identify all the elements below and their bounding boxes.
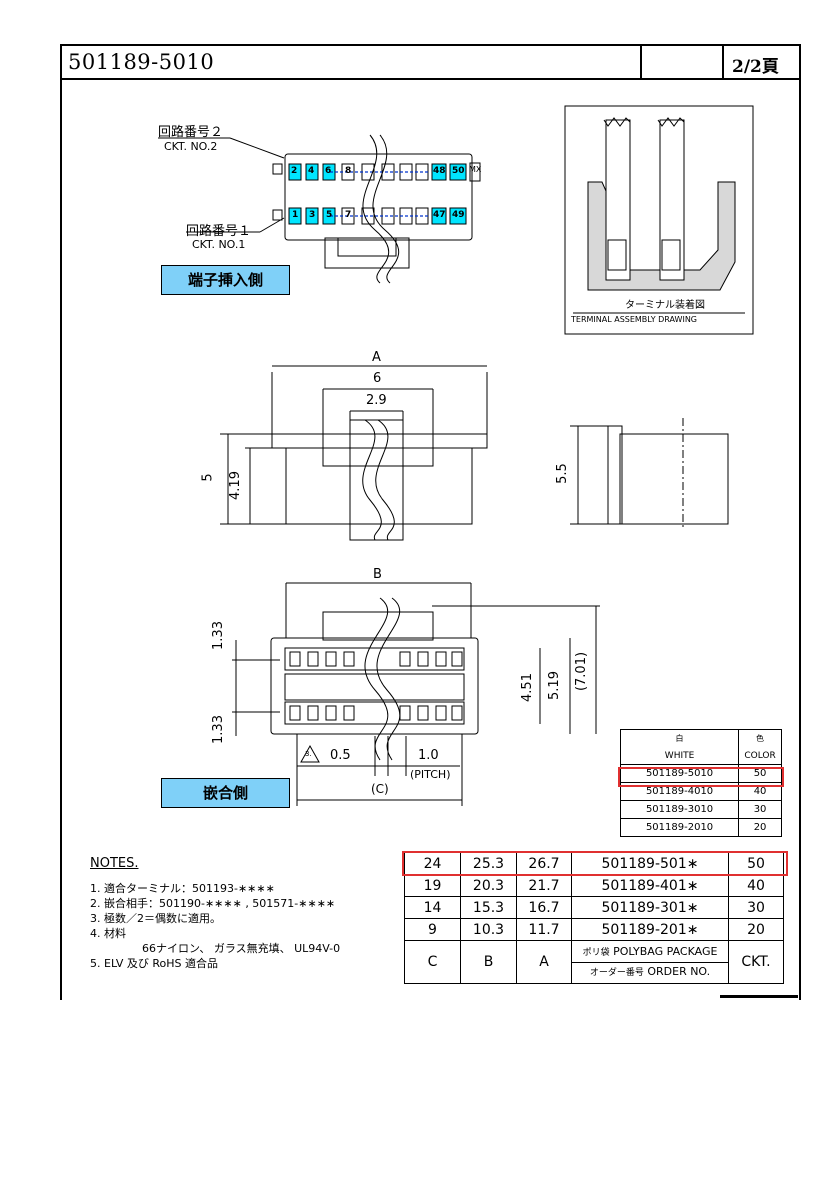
pin-2: 2 bbox=[291, 166, 298, 176]
note-4-detail: 66ナイロン、 ガラス無充填、 UL94V-0 bbox=[142, 942, 341, 955]
drawing-sheet: 501189-5010 2/2頁 bbox=[60, 44, 801, 1000]
mating-side-label: 嵌合側 bbox=[161, 778, 290, 808]
dim-b: B bbox=[373, 567, 382, 582]
color-table-h4: COLOR bbox=[738, 747, 782, 765]
color-table-highlight bbox=[618, 767, 784, 787]
ckt1-jp-label: 回路番号１ bbox=[186, 224, 252, 239]
pin-47: 47 bbox=[433, 210, 446, 220]
note-4: 4. 材料 bbox=[90, 927, 126, 940]
title-bar: 501189-5010 2/2頁 bbox=[62, 46, 799, 80]
pin-48: 48 bbox=[433, 166, 446, 176]
dim-7-01: (7.01) bbox=[574, 651, 590, 692]
dim-4-51: 4.51 bbox=[519, 673, 535, 702]
dim-5-19: 5.19 bbox=[546, 671, 562, 700]
pin-6: 6 bbox=[325, 166, 332, 176]
sheet-corner-mark bbox=[720, 995, 798, 998]
page-number: 2/2頁 bbox=[732, 57, 779, 77]
dim-5-5: 5.5 bbox=[554, 463, 570, 484]
note-5: 5. ELV 及び RoHS 適合品 bbox=[90, 957, 219, 970]
color-table-h3: WHITE bbox=[619, 747, 740, 765]
note3-mark: 3. bbox=[305, 750, 312, 758]
dim-5: 5 bbox=[200, 473, 216, 482]
note-2: 2. 嵌合相手：501190-∗∗∗∗ , 501571-∗∗∗∗ bbox=[90, 897, 336, 910]
pin-50: 50 bbox=[452, 166, 465, 176]
note-3: 3. 極数／2＝偶数に適用。 bbox=[90, 912, 221, 925]
order-table-highlight bbox=[402, 851, 788, 876]
ckt1-en-label: CKT. NO.1 bbox=[192, 238, 246, 251]
order-table-footer: C B A ポリ袋 POLYBAG PACKAGE オーダー番号 ORDER N… bbox=[404, 940, 784, 984]
order-header-cell: ポリ袋 POLYBAG PACKAGE オーダー番号 ORDER NO. bbox=[571, 940, 729, 984]
pin-49: 49 bbox=[452, 210, 465, 220]
dim-a: A bbox=[372, 350, 381, 365]
color-table-h1: 白 bbox=[619, 729, 740, 747]
pin-5: 5 bbox=[326, 210, 333, 220]
terminal-en-label: TERMINAL ASSEMBLY DRAWING bbox=[571, 315, 697, 324]
pin-7: 7 bbox=[345, 210, 352, 220]
dim-pitch-value: 1.0 bbox=[418, 748, 439, 763]
ckt2-en-label: CKT. NO.2 bbox=[164, 140, 218, 153]
notes-title: NOTES. bbox=[90, 856, 139, 871]
mx-mark: MX bbox=[469, 165, 482, 174]
dim-pitch: (PITCH) bbox=[410, 768, 451, 781]
ckt2-jp-label: 回路番号２ bbox=[158, 125, 224, 140]
note-1: 1. 適合ターミナル：501193-∗∗∗∗ bbox=[90, 882, 275, 895]
pin-8: 8 bbox=[345, 166, 352, 176]
dim-6: 6 bbox=[373, 371, 382, 386]
pin-1: 1 bbox=[292, 210, 299, 220]
dim-1-33-top: 1.33 bbox=[210, 621, 226, 650]
drawing-title: 501189-5010 bbox=[68, 50, 215, 74]
dim-1-33-bottom: 1.33 bbox=[210, 715, 226, 744]
dim-c: (C) bbox=[371, 782, 389, 796]
dim-4-19: 4.19 bbox=[227, 471, 243, 500]
dim-2-9: 2.9 bbox=[366, 393, 387, 408]
pin-3: 3 bbox=[309, 210, 316, 220]
color-table-h2: 色 bbox=[738, 729, 782, 747]
terminal-jp-label: ターミナル装着図 bbox=[625, 300, 705, 311]
insert-side-label: 端子挿入側 bbox=[161, 265, 290, 295]
notes-block: NOTES. 1. 適合ターミナル：501193-∗∗∗∗ 2. 嵌合相手：50… bbox=[90, 856, 340, 971]
pin-4: 4 bbox=[308, 166, 315, 176]
dim-0-5: 0.5 bbox=[330, 748, 351, 763]
